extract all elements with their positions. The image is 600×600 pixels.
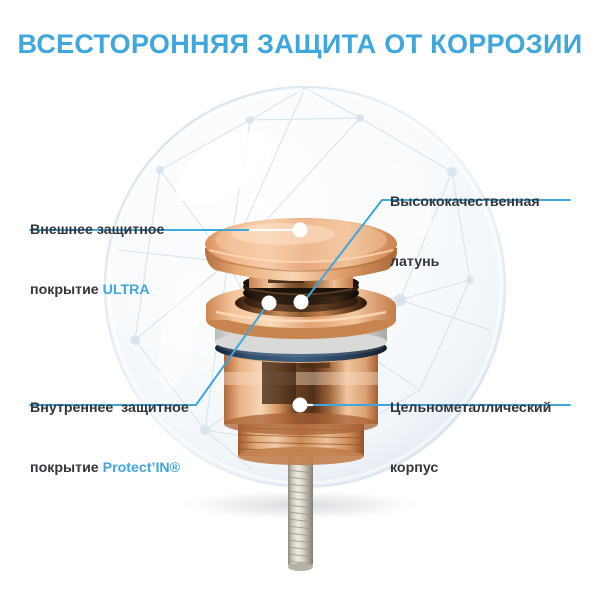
callout-protectin-line1: Внутреннее защитное <box>30 400 189 416</box>
page-title: ВСЕСТОРОННЯЯ ЗАЩИТА ОТ КОРРОЗИИ <box>17 29 583 59</box>
callout-brass-line1: Высококачественная <box>390 194 540 210</box>
callout-brass-line2: латунь <box>390 254 440 270</box>
callout-protectin-line2: покрытие Protect’IN® <box>30 458 189 478</box>
callout-ultra-highlight: ULTRA <box>102 282 150 298</box>
sphere-highlight <box>176 131 272 205</box>
leader-dot-ultra <box>292 222 308 238</box>
leader-dot-protectin <box>261 295 277 311</box>
threaded-rod <box>287 450 314 571</box>
leader-line-protectin <box>29 307 266 406</box>
callout-leader-lines <box>29 199 571 413</box>
leader-line-brass <box>305 199 571 300</box>
callout-ultra-line2-prefix: покрытие <box>30 282 103 298</box>
callout-protectin-line2-prefix: покрытие <box>30 460 103 476</box>
callout-ultra-line2: покрытие ULTRA <box>30 280 164 300</box>
push-button-drain-stopper <box>205 218 397 571</box>
callout-label-ultra: Внешнее защитное покрытие ULTRA <box>30 180 164 340</box>
leader-dot-body <box>292 397 308 413</box>
callout-ultra-line1: Внешнее защитное <box>30 222 165 238</box>
callout-label-protectin: Внутреннее защитное покрытие Protect’IN® <box>30 358 189 518</box>
leader-dot-brass <box>293 294 309 310</box>
callout-label-body: Цельнометаллический корпус <box>390 358 551 518</box>
callout-label-brass: Высококачественная латунь <box>390 152 540 312</box>
callout-body-line2: корпус <box>390 460 439 476</box>
callout-protectin-highlight: Protect’IN® <box>102 460 181 476</box>
callout-body-line1: Цельнометаллический <box>390 400 552 416</box>
